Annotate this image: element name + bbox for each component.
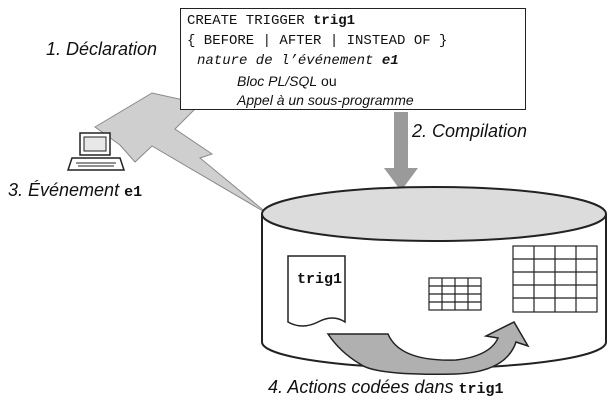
code-event-prefix: nature de l’événement <box>197 53 382 69</box>
document-label: trig1 <box>297 271 343 288</box>
step-event-prefix: 3. Événement <box>8 180 125 200</box>
actions-curved-arrow <box>326 321 530 376</box>
code-bloc-or: ou <box>317 73 337 89</box>
compilation-arrow <box>384 112 418 191</box>
step-compilation-label: 2. Compilation <box>412 121 528 141</box>
code-line-call: Appel à un sous-programme <box>237 92 414 108</box>
step-actions-prefix: 4. Actions codées dans <box>268 377 459 397</box>
table-grid-icon-large <box>512 245 598 313</box>
document-icon <box>287 255 346 327</box>
code-line-bloc: Bloc PL/SQL ou <box>237 74 337 90</box>
trigger-code-box: CREATE TRIGGER trig1 { BEFORE | AFTER | … <box>180 8 526 110</box>
code-line-timing: { BEFORE | AFTER | INSTEAD OF } <box>187 33 448 49</box>
step-actions-label: 4. Actions codées dans trig1 <box>268 378 503 397</box>
code-line-event: nature de l’événement e1 <box>197 54 399 68</box>
step-actions-trigger-name: trig1 <box>458 381 504 398</box>
code-event-name: e1 <box>381 53 399 69</box>
step-event-label: 3. Événement e1 <box>8 181 142 200</box>
step-declaration-label: 1. Déclaration <box>46 39 158 59</box>
table-grid-icon <box>428 277 482 311</box>
code-create-keyword: CREATE TRIGGER <box>187 13 314 29</box>
code-trigger-name: trig1 <box>313 13 356 29</box>
computer-icon <box>66 132 126 171</box>
step-event-name: e1 <box>124 184 143 201</box>
code-line-create: CREATE TRIGGER trig1 <box>187 14 355 28</box>
code-bloc-plsql: Bloc PL/SQL <box>237 73 318 89</box>
